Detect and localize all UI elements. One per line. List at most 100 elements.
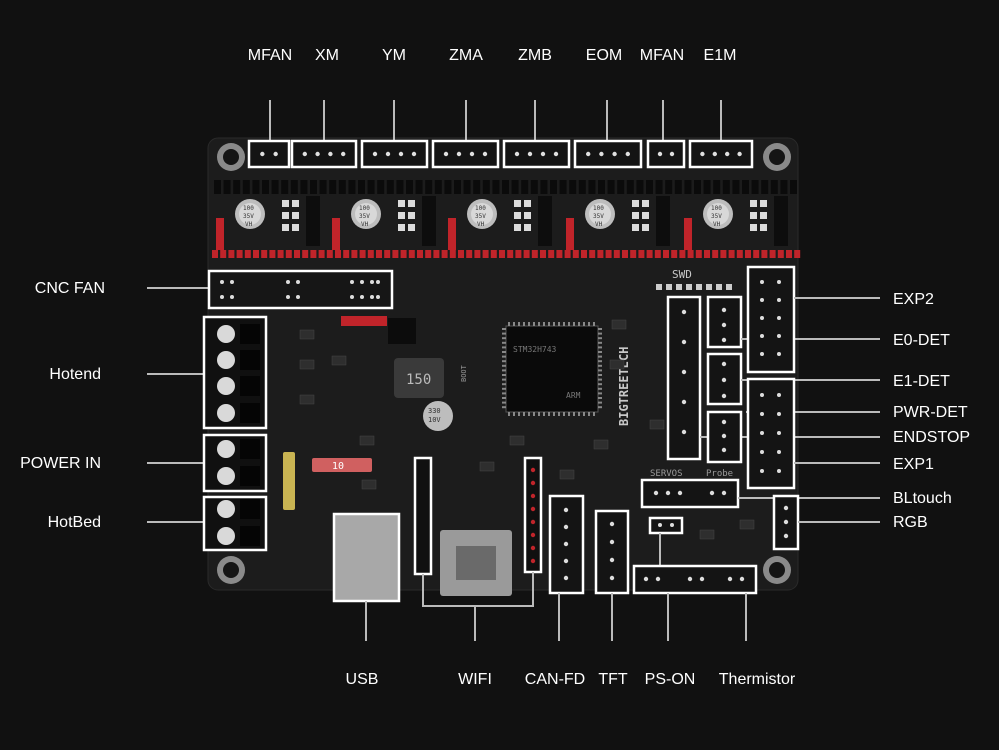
connector-pin (721, 490, 727, 496)
connector-pin (530, 493, 536, 499)
jumper-pin (524, 224, 531, 231)
connector-pin (563, 541, 569, 547)
connector-pin (760, 334, 764, 338)
connector-pin (553, 151, 559, 157)
screw-terminal (217, 351, 235, 369)
red-pin (663, 250, 669, 258)
connector-pin (586, 151, 591, 157)
red-pin (589, 250, 596, 258)
driver-socket (656, 196, 670, 246)
label-eom: EOM (585, 47, 623, 64)
mcu-pin (598, 387, 602, 390)
header-pin (578, 180, 586, 194)
connector-pin (350, 280, 354, 284)
red-pin (499, 250, 505, 258)
red-pin (613, 250, 620, 258)
mcu-pin (583, 412, 585, 416)
red-pin (310, 250, 317, 258)
smd-part (699, 529, 715, 540)
swd-pin (726, 284, 732, 290)
swd-pin (686, 284, 692, 290)
mcu-pin (502, 346, 506, 349)
connector-pin (609, 521, 615, 527)
inductor-text: 150 (406, 372, 431, 388)
red-pin (769, 250, 776, 258)
label-endstop: ENDSTOP (893, 429, 971, 446)
mcu-pin (502, 360, 506, 363)
connector-pin (302, 151, 307, 157)
red-pin (212, 250, 218, 258)
cap-text-vh: VH (713, 221, 721, 228)
header-pin (607, 180, 615, 194)
exp1-box (746, 377, 796, 490)
fuse-red (312, 458, 372, 472)
jumper-pin (514, 224, 521, 231)
red-pin (441, 250, 448, 258)
wifi-bracket (422, 572, 534, 607)
red-pin (449, 250, 456, 258)
mcu-pin (563, 322, 565, 326)
mounting-hole-center (223, 562, 239, 578)
screw-terminal (217, 467, 235, 485)
terminal-slot (240, 466, 260, 486)
jumper-pin (524, 212, 531, 219)
connector-pin (712, 151, 717, 157)
driver-red-connector (216, 218, 224, 250)
connector-pin (670, 523, 674, 527)
red-pin (359, 250, 366, 258)
label-thermistor: Thermistor (718, 671, 796, 688)
endstop-box (666, 295, 702, 461)
smd-part (331, 355, 347, 366)
screw-terminal (217, 404, 235, 422)
connector-pin (286, 295, 290, 299)
driver-socket (774, 196, 788, 246)
header-pin (569, 180, 577, 194)
header-pin (396, 180, 404, 194)
header-pin (444, 180, 452, 194)
mcu-pin (558, 412, 560, 416)
red-pin (777, 250, 784, 258)
mcu-pin (543, 412, 545, 416)
header-pin (319, 180, 327, 194)
mcu-pin (568, 322, 570, 326)
mcu-pin (508, 412, 510, 416)
smd-part (299, 359, 315, 370)
red-pin (261, 250, 268, 258)
mcu-pin (598, 374, 602, 376)
red-pin (786, 250, 792, 258)
connector-pin (220, 280, 224, 284)
vfan-connector (341, 316, 387, 326)
mcu-pin (573, 322, 575, 326)
servos-text: SERVOS (650, 469, 683, 479)
mcu-pin (513, 412, 515, 416)
capacitor-top (239, 203, 261, 225)
label-xm: XM (315, 47, 339, 64)
label-e1-det: E1-DET (893, 373, 950, 390)
screw-terminal (217, 325, 235, 343)
red-pin (794, 250, 801, 258)
jumper-pin (292, 200, 299, 207)
driver-red-connector (684, 218, 692, 250)
connector-pin (777, 298, 781, 302)
red-pin (646, 250, 653, 258)
red-pin (507, 250, 514, 258)
red-pin (548, 250, 555, 258)
mcu-pin (502, 355, 506, 358)
header-pin (550, 180, 557, 194)
cap-text-100: 100 (711, 205, 722, 212)
connector-pin (681, 339, 687, 345)
red-pin (367, 250, 374, 258)
mcu-pin (598, 332, 602, 335)
capacitor-top (707, 203, 729, 225)
jumper-pin (282, 224, 289, 231)
mcu-pin (538, 412, 540, 416)
connector-pin (777, 316, 781, 320)
connector-pin (612, 151, 617, 157)
header-pin (530, 180, 538, 194)
cap-text-100: 100 (475, 205, 486, 212)
red-pin (392, 250, 399, 258)
swd-pin (716, 284, 722, 290)
driver-socket (422, 196, 436, 246)
connector-pin (609, 539, 615, 545)
header-pin (406, 180, 413, 194)
